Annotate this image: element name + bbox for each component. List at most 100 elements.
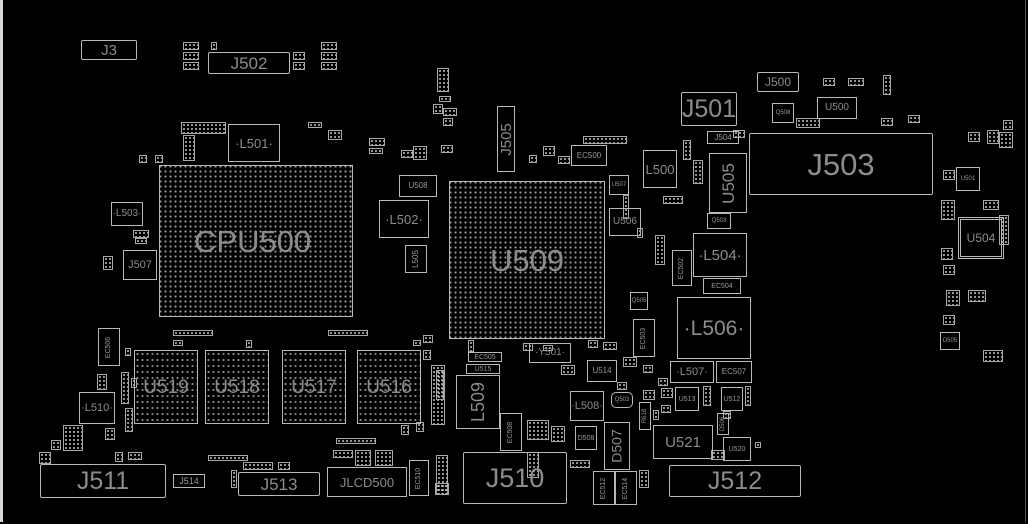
passive-component[interactable] <box>401 150 413 158</box>
passive-component[interactable] <box>436 370 444 400</box>
component-Q503[interactable]: Q503 <box>707 213 731 229</box>
passive-component[interactable] <box>543 345 553 351</box>
component-L502[interactable]: ·L502· <box>379 200 429 238</box>
passive-component[interactable] <box>941 248 953 260</box>
component-U507[interactable]: U507 <box>609 175 629 195</box>
passive-component[interactable] <box>468 340 474 352</box>
component-L510[interactable]: ·L510· <box>79 392 115 424</box>
passive-component[interactable] <box>908 115 920 123</box>
passive-component[interactable] <box>943 170 955 180</box>
passive-component[interactable] <box>401 425 409 435</box>
passive-component[interactable] <box>441 145 453 153</box>
component-J511[interactable]: J511 <box>40 464 166 498</box>
passive-component[interactable] <box>529 155 537 163</box>
passive-component[interactable] <box>881 118 893 126</box>
component-U513[interactable]: U513 <box>675 387 699 411</box>
passive-component[interactable] <box>155 155 163 163</box>
passive-component[interactable] <box>443 118 453 126</box>
component-U520[interactable]: U520 <box>723 437 751 461</box>
passive-component[interactable] <box>336 438 376 444</box>
passive-component[interactable] <box>278 462 290 470</box>
passive-component[interactable] <box>523 343 533 351</box>
component-EC504[interactable]: EC504 <box>703 278 741 294</box>
passive-component[interactable] <box>968 132 980 142</box>
component-J504[interactable]: J504 <box>707 131 739 144</box>
component-U506[interactable]: U506 <box>609 208 641 236</box>
component-JLCD500[interactable]: JLCD500 <box>327 467 407 497</box>
passive-component[interactable] <box>183 135 195 161</box>
passive-component[interactable] <box>661 388 673 398</box>
passive-component[interactable] <box>983 200 999 210</box>
passive-component[interactable] <box>623 357 637 367</box>
passive-component[interactable] <box>125 348 131 356</box>
component-EC505[interactable]: EC505 <box>468 352 502 362</box>
component-J505[interactable]: J505 <box>497 106 515 172</box>
passive-component[interactable] <box>128 452 142 460</box>
component-EC506[interactable]: EC506 <box>98 328 120 366</box>
component-EC507[interactable]: EC507 <box>716 361 752 383</box>
component-U521[interactable]: U521 <box>653 425 713 459</box>
component-D506[interactable]: D506 <box>717 413 729 435</box>
passive-component[interactable] <box>369 148 383 154</box>
passive-component[interactable] <box>173 330 213 336</box>
passive-component[interactable] <box>121 372 129 404</box>
passive-component[interactable] <box>135 238 147 244</box>
passive-component[interactable] <box>623 195 629 219</box>
passive-component[interactable] <box>51 440 61 450</box>
component-L506[interactable]: ·L506· <box>677 297 751 359</box>
passive-component[interactable] <box>883 75 891 95</box>
passive-component[interactable] <box>733 130 745 138</box>
component-U512[interactable]: U512 <box>721 387 743 411</box>
component-CPU500[interactable]: CPU500 <box>159 165 353 317</box>
passive-component[interactable] <box>583 136 627 144</box>
component-J502[interactable]: J502 <box>208 52 290 74</box>
component-EC500[interactable]: EC500 <box>571 145 607 166</box>
passive-component[interactable] <box>439 96 451 102</box>
passive-component[interactable] <box>355 450 371 466</box>
passive-component[interactable] <box>663 196 683 204</box>
component-EC510[interactable]: EC510 <box>409 460 429 496</box>
passive-component[interactable] <box>745 386 751 406</box>
passive-component[interactable] <box>543 146 555 156</box>
passive-component[interactable] <box>999 215 1009 245</box>
passive-component[interactable] <box>328 330 368 336</box>
passive-component[interactable] <box>848 78 864 86</box>
passive-component[interactable] <box>321 52 337 60</box>
component-U509[interactable]: U509 <box>449 181 605 339</box>
component-EC503[interactable]: EC503 <box>633 319 655 357</box>
component-D507[interactable]: D507 <box>604 422 630 470</box>
passive-component[interactable] <box>570 460 590 468</box>
component-D505[interactable]: D505 <box>940 332 960 350</box>
passive-component[interactable] <box>941 200 955 220</box>
passive-component[interactable] <box>435 483 449 495</box>
component-EC514[interactable]: EC514 <box>615 471 637 505</box>
component-L508[interactable]: ·L508· <box>570 391 604 421</box>
component-R618[interactable]: R618 <box>639 402 651 430</box>
component-Q508[interactable]: Q508 <box>772 103 794 123</box>
passive-component[interactable] <box>968 290 986 302</box>
passive-component[interactable] <box>125 408 133 432</box>
passive-component[interactable] <box>711 450 725 460</box>
passive-component[interactable] <box>588 340 598 348</box>
passive-component[interactable] <box>208 455 248 461</box>
component-L507[interactable]: ·L507· <box>670 361 714 383</box>
component-L509[interactable]: L509 <box>456 375 500 429</box>
component-U504[interactable]: U504 <box>958 217 1004 259</box>
passive-component[interactable] <box>723 411 731 419</box>
passive-component[interactable] <box>558 156 570 164</box>
passive-component[interactable] <box>639 470 649 488</box>
component-L503[interactable]: ·L503· <box>111 202 143 226</box>
passive-component[interactable] <box>375 450 393 466</box>
passive-component[interactable] <box>617 382 627 390</box>
passive-component[interactable] <box>943 265 955 275</box>
passive-component[interactable] <box>983 350 1003 362</box>
passive-component[interactable] <box>333 450 353 458</box>
passive-component[interactable] <box>943 315 955 325</box>
component-J513[interactable]: J513 <box>238 472 320 496</box>
component-J501[interactable]: J501 <box>681 92 737 126</box>
passive-component[interactable] <box>755 442 761 448</box>
passive-component[interactable] <box>796 118 820 128</box>
component-J500[interactable]: J500 <box>757 72 799 92</box>
passive-component[interactable] <box>105 428 115 440</box>
